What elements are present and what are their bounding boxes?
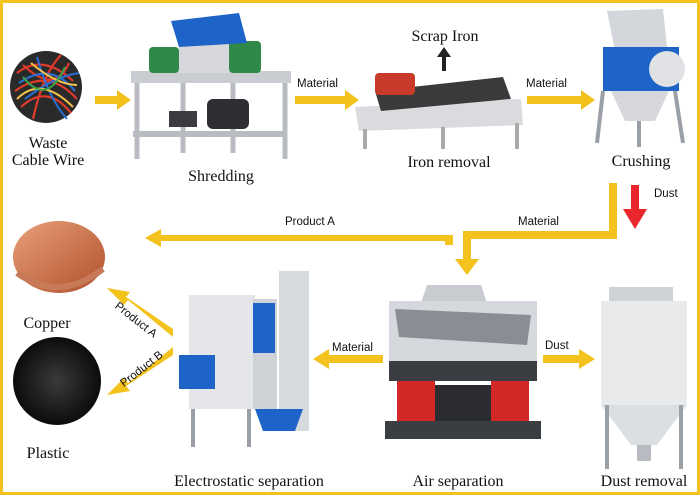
- dust-removal-machine-image: [601, 287, 687, 469]
- electrostatic-separation-label: Electrostatic separation: [174, 474, 324, 490]
- arrow-crusher-to-air-separation: [455, 183, 617, 275]
- iron-removal-label: Iron removal: [407, 155, 490, 171]
- arrow-shredder-to-iron-removal: [295, 90, 359, 110]
- arrow-cable-to-shredder: [95, 90, 131, 110]
- waste-cable-label-line2: Cable Wire: [12, 153, 84, 169]
- edge-label-air-to-dust: Dust: [545, 341, 569, 353]
- edge-label-air-to-copper: Product A: [285, 217, 335, 229]
- electrostatic-separator-image: [179, 271, 309, 447]
- edge-label-air-to-electro: Material: [332, 343, 373, 355]
- arrow-iron-removal-to-crusher: [527, 90, 595, 110]
- flow-diagram-canvas: [3, 3, 700, 495]
- edge-label-shred-to-iron: Material: [297, 79, 338, 91]
- plastic-label: Plastic: [27, 446, 70, 462]
- arrow-air-separation-to-copper: [145, 229, 453, 247]
- dust-removal-label: Dust removal: [601, 474, 688, 490]
- scrap-iron-label: Scrap Iron: [411, 29, 478, 45]
- shredder-machine-image: [131, 13, 291, 159]
- shredding-label: Shredding: [188, 169, 254, 185]
- air-separation-machine-image: [385, 285, 541, 439]
- edge-label-crush-dust: Dust: [654, 189, 678, 201]
- iron-removal-machine-image: [355, 73, 523, 149]
- waste-cable-label-line1: Waste: [12, 136, 84, 152]
- edge-label-crush-to-air: Material: [518, 217, 559, 229]
- arrow-crusher-dust: [623, 185, 647, 229]
- arrow-scrap-iron-up: [437, 47, 451, 71]
- plastic-granules-image: [13, 337, 101, 425]
- air-separation-label: Air separation: [412, 474, 503, 490]
- edge-label-iron-to-crush: Material: [526, 79, 567, 91]
- crushing-label: Crushing: [612, 154, 671, 170]
- crusher-machine-image: [597, 9, 685, 147]
- waste-cable-wire-image: [10, 51, 82, 123]
- waste-cable-label: Waste Cable Wire: [12, 136, 84, 169]
- copper-label: Copper: [23, 316, 70, 332]
- copper-granules-image: [13, 221, 105, 293]
